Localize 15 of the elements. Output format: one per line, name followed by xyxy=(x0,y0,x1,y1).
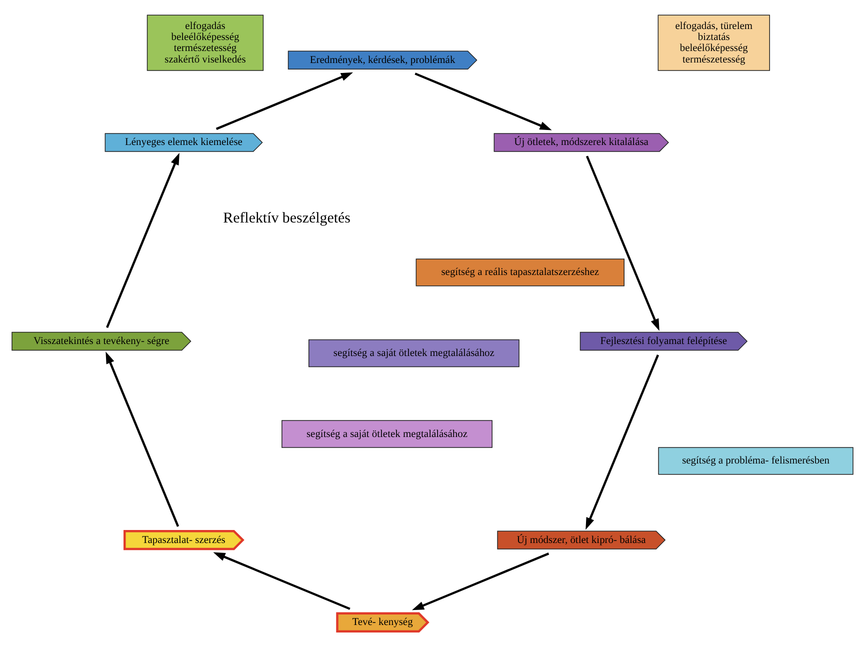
arrow xyxy=(215,72,353,130)
arrow xyxy=(212,552,350,610)
arrow xyxy=(414,72,552,130)
node-box: segítség a probléma- felismerésben xyxy=(658,446,853,474)
node-box: elfogadás beleélőképesség természetesség szakértő viselkedés xyxy=(146,14,264,70)
node-box: segítség a saját ötletek megtalálásához xyxy=(281,420,492,448)
arrow xyxy=(412,552,549,610)
arrow xyxy=(106,152,179,328)
node-box: segítség a saját ötletek megtalálásához xyxy=(308,338,519,367)
label: Reflektív beszélgetés xyxy=(222,210,350,226)
arrow xyxy=(585,155,659,330)
node-box: segítség a reális tapasztalatszerzéshez xyxy=(415,258,624,286)
arrow xyxy=(585,354,659,530)
arrow xyxy=(105,351,179,526)
node-box: elfogadás, türelem biztatás beleélőképesség természetesség xyxy=(657,14,770,70)
